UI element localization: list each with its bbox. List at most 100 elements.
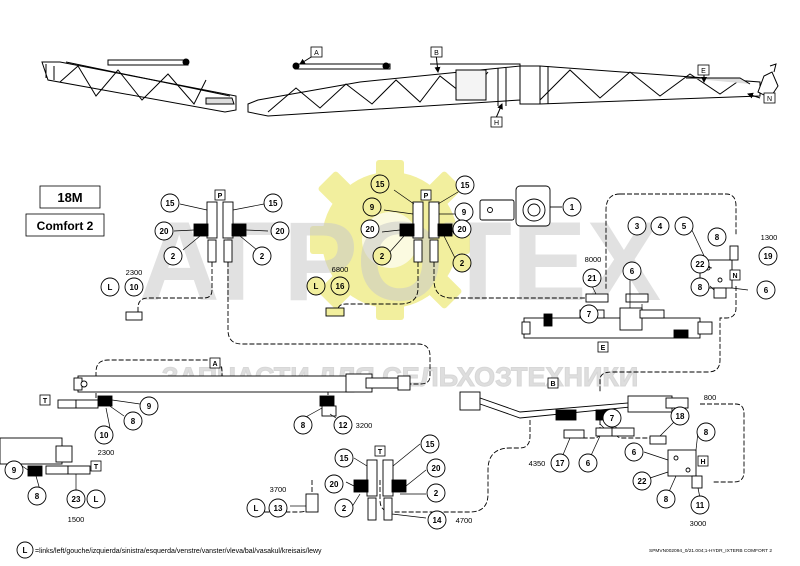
callout-8: 8 [696,422,716,442]
svg-text:15: 15 [166,199,175,208]
section-label-T-bottom: T [374,445,386,457]
svg-text:H: H [494,120,499,127]
svg-text:2: 2 [171,252,176,261]
svg-text:20: 20 [458,225,467,234]
length-3200: 3200 [356,421,373,430]
callout-2: 2 [334,498,354,518]
svg-text:6: 6 [632,448,637,457]
length-3700: 3700 [270,485,287,494]
callout-15: 15 [370,174,390,194]
section-label-E-top: E [697,64,710,76]
callout-9: 9 [4,460,24,480]
callout-12: 12 [333,415,353,435]
legend-text: =links/left/gouche/izquierda/sinistra/es… [35,548,322,555]
section-label-N-detail: N [729,269,741,281]
svg-text:7: 7 [610,414,615,423]
callout-10: 10 [94,425,114,445]
svg-text:Comfort 2: Comfort 2 [37,219,94,233]
svg-text:22: 22 [696,260,705,269]
svg-text:11: 11 [696,501,705,510]
section-label-B-detail: B [547,377,559,389]
svg-text:19: 19 [764,252,773,261]
callout-L: L [306,276,326,296]
svg-text:T: T [94,464,99,471]
callout-15: 15 [334,448,354,468]
svg-text:15: 15 [269,199,278,208]
callout-3: 3 [627,216,647,236]
callout-20: 20 [324,474,344,494]
p-group-left [125,201,247,321]
hose-lines [95,193,745,513]
boom-middle-section [247,62,521,117]
callout-15: 15 [420,434,440,454]
section-label-P-middle: P [420,189,432,201]
hose-lengths: 2300 6800 8000 1300 2300 3200 800 4350 3… [68,233,778,528]
svg-text:4: 4 [658,222,663,231]
svg-text:E: E [601,345,606,352]
callout-2: 2 [252,246,272,266]
svg-text:T: T [378,449,383,456]
svg-text:22: 22 [638,477,647,486]
length-1300: 1300 [761,233,778,242]
callout-22: 22 [632,471,652,491]
callout-21: 21 [582,268,602,288]
callout-16: 16 [330,276,350,296]
svg-text:2: 2 [260,252,265,261]
svg-text:7: 7 [587,310,592,319]
svg-text:20: 20 [160,227,169,236]
length-1500: 1500 [68,515,85,524]
length-6800: 6800 [332,265,349,274]
callout-8: 8 [123,411,143,431]
callout-6: 6 [756,280,776,300]
svg-text:6: 6 [630,267,635,276]
boom-left-section [41,58,237,113]
callout-8: 8 [656,489,676,509]
svg-text:23: 23 [72,495,81,504]
callout-7: 7 [602,408,622,428]
svg-text:L: L [108,283,113,292]
length-800: 800 [704,393,717,402]
svg-text:14: 14 [433,516,442,525]
svg-text:8: 8 [35,492,40,501]
svg-text:21: 21 [588,274,597,283]
svg-text:17: 17 [556,459,565,468]
section-label-N-top: N [763,92,776,104]
callout-8: 8 [707,227,727,247]
callout-6: 6 [622,261,642,281]
length-4700: 4700 [456,516,473,525]
callout-20: 20 [452,219,472,239]
callout-23: 23 [66,489,86,509]
cylinder-b [459,391,689,439]
svg-text:6: 6 [764,286,769,295]
svg-text:8: 8 [715,233,720,242]
callout-8: 8 [293,415,313,435]
leader-lines [21,189,749,519]
svg-text:A: A [212,361,217,368]
callout-9: 9 [454,202,474,222]
callout-19: 19 [758,246,778,266]
callout-13: 13 [268,498,288,518]
svg-text:2: 2 [380,252,385,261]
callout-L: L [86,489,106,509]
svg-text:18: 18 [676,412,685,421]
svg-text:H: H [700,459,705,466]
svg-text:B: B [434,50,439,57]
svg-text:2: 2 [342,504,347,513]
footer-legend: L =links/left/gouche/izquierda/sinistra/… [16,541,322,559]
svg-text:6: 6 [586,459,591,468]
svg-text:P: P [424,193,429,200]
section-label-H-top: H [490,116,503,128]
section-label-B-top: B [430,46,443,58]
boom-right-section [519,63,779,105]
callout-15: 15 [455,175,475,195]
svg-text:15: 15 [426,440,435,449]
svg-text:8: 8 [664,495,669,504]
t-group-bottom [305,459,407,521]
callout-L: L [100,277,120,297]
valve-h [649,435,703,489]
svg-text:N: N [732,273,737,280]
callout-4: 4 [650,216,670,236]
callout-20: 20 [426,458,446,478]
callout-17: 17 [550,453,570,473]
